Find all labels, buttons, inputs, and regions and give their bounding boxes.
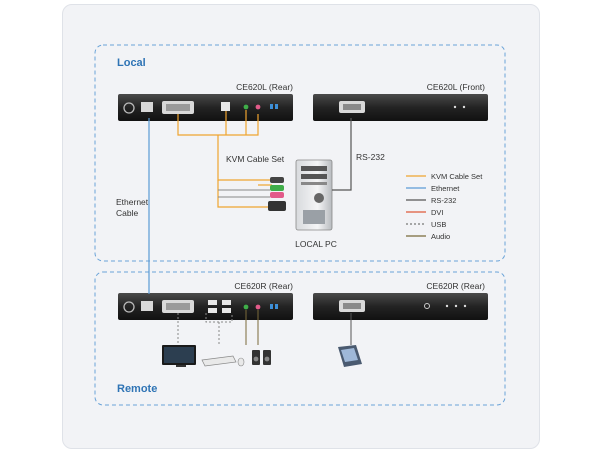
legend-label-rs232: RS-232 bbox=[431, 196, 456, 205]
legend-label-dvi: DVI bbox=[431, 208, 444, 217]
keyboard-icon bbox=[201, 355, 237, 367]
legend-label-audio: Audio bbox=[431, 232, 450, 241]
speakers-icon bbox=[252, 350, 271, 365]
legend-label-kvm: KVM Cable Set bbox=[431, 172, 483, 181]
legend: KVM Cable Set Ethernet RS-232 DVI USB Au… bbox=[406, 172, 483, 241]
rs232-line bbox=[332, 118, 352, 191]
local-rear-label: CE620L (Rear) bbox=[236, 82, 293, 92]
ce620r-rear-device bbox=[118, 293, 293, 320]
legend-label-usb: USB bbox=[431, 220, 446, 229]
ce620r-front-device bbox=[313, 293, 488, 320]
rs232-label: RS-232 bbox=[356, 152, 385, 162]
pc-connectors bbox=[268, 177, 286, 211]
local-section-box bbox=[94, 44, 506, 262]
local-pc-label: LOCAL PC bbox=[295, 239, 337, 249]
kvm-cable-lines-gray bbox=[218, 189, 270, 198]
kvm-cable-label: KVM Cable Set bbox=[226, 154, 285, 164]
local-front-label: CE620L (Front) bbox=[427, 82, 485, 92]
remote-rear-label: CE620R (Rear) bbox=[234, 281, 293, 291]
ce620l-rear-device bbox=[118, 94, 293, 121]
local-pc-icon bbox=[295, 159, 333, 231]
remote-front-label: CE620R (Rear) bbox=[426, 281, 485, 291]
monitor-icon bbox=[162, 345, 196, 367]
local-section-label: Local bbox=[117, 57, 146, 69]
mouse-icon bbox=[237, 357, 245, 367]
kvm-cable-lines bbox=[177, 110, 272, 208]
legend-label-ethernet: Ethernet bbox=[431, 184, 460, 193]
remote-section-label: Remote bbox=[117, 383, 157, 395]
serial-terminal-icon bbox=[338, 345, 362, 367]
ce620l-front-device bbox=[313, 94, 488, 121]
ethernet-label-line1: Ethernet bbox=[116, 197, 149, 207]
remote-cable-lines bbox=[177, 310, 352, 345]
remote-section-box bbox=[94, 271, 506, 406]
ethernet-label-line2: Cable bbox=[116, 208, 138, 218]
